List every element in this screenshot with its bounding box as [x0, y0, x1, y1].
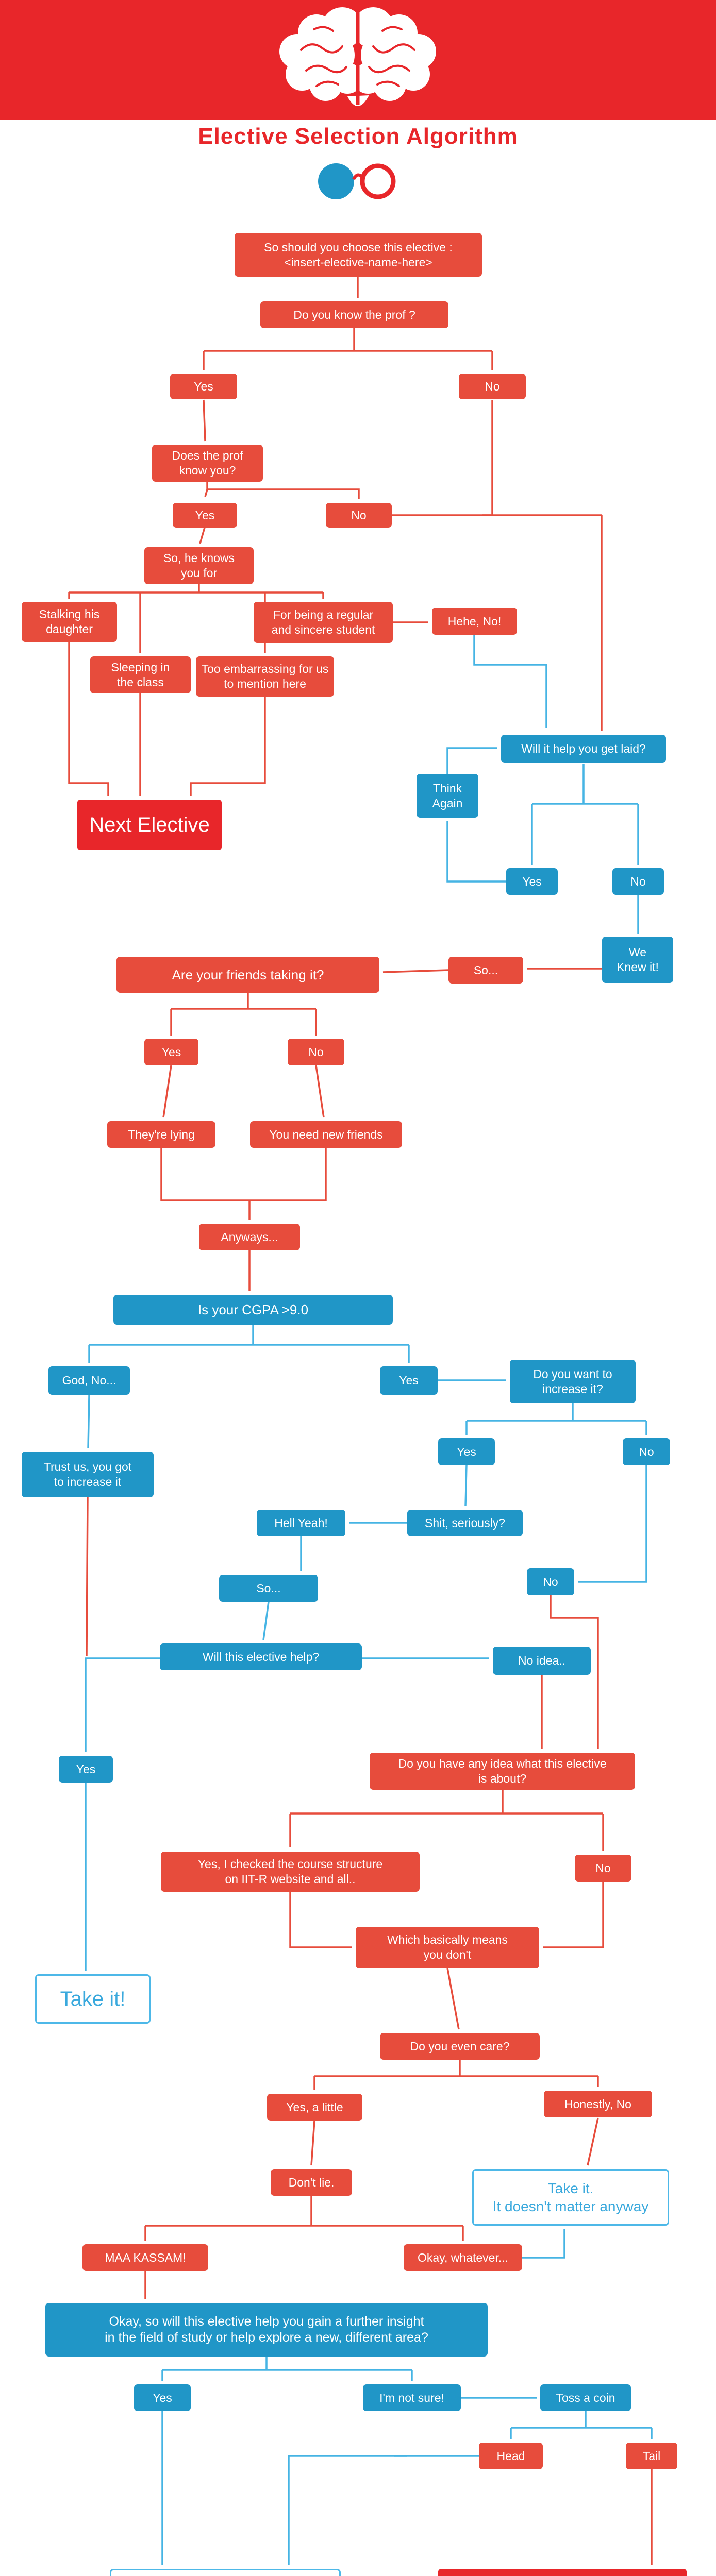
node-checked-course: Yes, I checked the course structure on I… — [161, 1852, 420, 1892]
node-trust-us: Trust us, you got to increase it — [22, 1452, 154, 1497]
node-head: Head — [479, 2443, 543, 2469]
node-toss-coin: Toss a coin — [540, 2384, 631, 2411]
node-no-3: No — [612, 868, 664, 895]
node-cgpa: Is your CGPA >9.0 — [113, 1295, 393, 1325]
node-yes-3: Yes — [506, 868, 558, 895]
node-no-idea: No idea.. — [493, 1647, 591, 1675]
node-no-2: No — [326, 503, 392, 528]
node-know-prof: Do you know the prof ? — [260, 301, 448, 328]
node-dont-lie: Don't lie. — [271, 2169, 352, 2196]
node-next-elective-2: Next Elective — [438, 2569, 687, 2576]
page-title: Elective Selection Algorithm — [198, 124, 518, 149]
node-no-7: No — [575, 1855, 631, 1882]
node-yes-2: Yes — [173, 503, 237, 528]
node-take-it-final: Take it! — [110, 2569, 341, 2576]
node-stalking: Stalking his daughter — [22, 602, 117, 642]
node-knows-you-for: So, he knows you for — [144, 547, 254, 584]
node-no-4: No — [288, 1039, 344, 1065]
node-so-1: So... — [448, 957, 523, 984]
node-big-question: Okay, so will this elective help you gai… — [45, 2303, 488, 2357]
node-yes-8: Yes — [134, 2384, 191, 2411]
glasses-icon — [318, 163, 396, 199]
node-okay-whatever: Okay, whatever... — [404, 2244, 522, 2271]
node-prof-know-you: Does the prof know you? — [152, 445, 263, 482]
node-hell-yeah: Hell Yeah! — [257, 1510, 345, 1536]
node-next-elective-1: Next Elective — [77, 800, 222, 850]
node-yes-1: Yes — [170, 374, 237, 399]
node-take-it-matter: Take it. It doesn't matter anyway — [472, 2169, 669, 2226]
node-honestly-no: Honestly, No — [544, 2091, 652, 2117]
node-elective-help: Will this elective help? — [160, 1643, 362, 1670]
node-get-laid: Will it help you get laid? — [501, 735, 666, 763]
node-take-it-1: Take it! — [35, 1974, 151, 2024]
brain-icon — [279, 7, 436, 107]
node-not-sure: I'm not sure! — [363, 2384, 461, 2411]
node-yes-5: Yes — [380, 1366, 438, 1395]
node-even-care: Do you even care? — [380, 2033, 540, 2060]
node-any-idea: Do you have any idea what this elective … — [370, 1753, 635, 1790]
node-yes-a-little: Yes, a little — [267, 2094, 362, 2121]
node-theyre-lying: They're lying — [107, 1121, 215, 1148]
node-hehe-no: Hehe, No! — [432, 608, 517, 635]
node-yes-7: Yes — [59, 1756, 113, 1783]
node-regular-student: For being a regular and sincere student — [254, 602, 393, 643]
node-friends-taking: Are your friends taking it? — [116, 957, 379, 993]
node-yes-6: Yes — [438, 1438, 495, 1465]
node-tail: Tail — [626, 2443, 677, 2469]
node-increase-it: Do you want to increase it? — [510, 1360, 636, 1403]
node-anyways: Anyways... — [199, 1224, 300, 1250]
node-no-1: No — [459, 374, 526, 399]
node-intro: So should you choose this elective : <in… — [235, 233, 482, 277]
node-embarrassing: Too embarrassing for us to mention here — [196, 656, 334, 697]
node-shit-seriously: Shit, seriously? — [407, 1510, 523, 1536]
node-god-no: God, No... — [48, 1366, 130, 1395]
node-maa-kassam: MAA KASSAM! — [82, 2244, 208, 2271]
node-think-again: Think Again — [417, 774, 478, 818]
node-no-5: No — [623, 1438, 670, 1465]
node-sleeping: Sleeping in the class — [90, 656, 191, 693]
node-basically-dont: Which basically means you don't — [356, 1927, 539, 1968]
node-no-6: No — [527, 1568, 574, 1595]
node-new-friends: You need new friends — [250, 1121, 402, 1148]
node-yes-4: Yes — [144, 1039, 198, 1065]
node-we-knew-it: We Knew it! — [602, 937, 673, 983]
node-so-2: So... — [219, 1575, 318, 1602]
